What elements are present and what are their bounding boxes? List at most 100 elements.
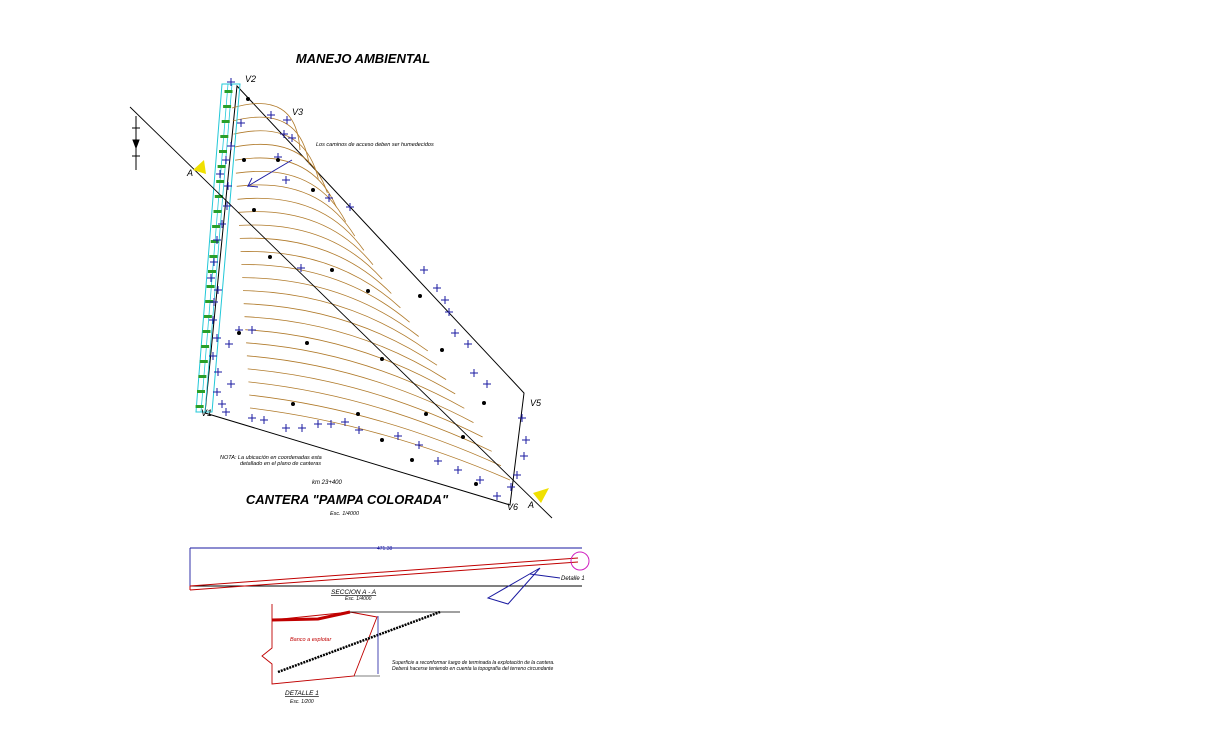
contour-line bbox=[231, 103, 301, 151]
contour-line bbox=[247, 368, 483, 438]
survey-cross bbox=[227, 142, 235, 150]
survey-cross bbox=[341, 418, 349, 426]
access-road bbox=[195, 83, 241, 413]
survey-cross bbox=[218, 400, 226, 408]
contour-line bbox=[244, 316, 447, 380]
survey-cross bbox=[222, 408, 230, 416]
contour-line bbox=[249, 407, 511, 481]
road-marker bbox=[210, 240, 219, 243]
contour-line bbox=[232, 116, 310, 165]
contour-line bbox=[233, 130, 319, 179]
road-marker bbox=[219, 150, 227, 153]
contour-line bbox=[246, 342, 465, 409]
note-roads: Los caminos de acceso deben ser humedeci… bbox=[316, 142, 434, 148]
survey-point bbox=[246, 97, 250, 101]
survey-points bbox=[237, 97, 486, 486]
survey-cross bbox=[248, 326, 256, 334]
road-arrow-icon bbox=[246, 159, 293, 188]
section-marker-right-icon bbox=[533, 488, 549, 503]
contour-line bbox=[242, 277, 419, 337]
contour-line bbox=[243, 303, 438, 366]
survey-cross bbox=[267, 111, 275, 119]
survey-cross bbox=[297, 264, 305, 272]
survey-point bbox=[252, 208, 256, 212]
detail-title: DETALLE 1 bbox=[285, 690, 319, 697]
road-marker bbox=[217, 165, 226, 168]
section-marker-left-icon bbox=[193, 160, 206, 174]
road-marker bbox=[216, 180, 225, 183]
section-scale: Esc. 1/4000 bbox=[345, 596, 372, 602]
survey-cross bbox=[346, 203, 354, 211]
survey-cross bbox=[283, 116, 291, 124]
survey-cross bbox=[394, 432, 402, 440]
survey-cross bbox=[355, 426, 363, 434]
survey-cross bbox=[223, 202, 231, 210]
survey-cross bbox=[227, 78, 235, 86]
detalle-reference: Detalle 1 bbox=[561, 576, 585, 582]
road-marker bbox=[203, 315, 212, 318]
survey-point bbox=[330, 268, 334, 272]
survey-point bbox=[474, 482, 478, 486]
section-mark-a-left: A bbox=[186, 168, 193, 178]
survey-point bbox=[356, 412, 360, 416]
road-marker bbox=[220, 135, 229, 138]
survey-point bbox=[291, 402, 295, 406]
survey-point bbox=[461, 435, 465, 439]
survey-cross bbox=[214, 286, 222, 294]
vertex-v6: V6 bbox=[507, 502, 518, 512]
survey-point bbox=[380, 438, 384, 442]
survey-cross bbox=[327, 420, 335, 428]
survey-cross bbox=[222, 156, 230, 164]
survey-crosses bbox=[207, 78, 530, 500]
survey-point bbox=[268, 255, 272, 259]
survey-cross bbox=[288, 134, 296, 142]
survey-point bbox=[482, 401, 486, 405]
road-marker bbox=[221, 120, 230, 123]
survey-cross bbox=[209, 316, 217, 324]
survey-cross bbox=[522, 436, 530, 444]
title-top: MANEJO AMBIENTAL bbox=[296, 51, 430, 66]
survey-cross bbox=[213, 236, 221, 244]
survey-cross bbox=[518, 414, 526, 422]
survey-point bbox=[276, 158, 280, 162]
contour-line bbox=[239, 237, 392, 294]
survey-cross bbox=[483, 380, 491, 388]
survey-point bbox=[410, 458, 414, 462]
contour-line bbox=[249, 394, 502, 467]
survey-cross bbox=[214, 368, 222, 376]
survey-cross bbox=[464, 340, 472, 348]
survey-cross bbox=[210, 298, 218, 306]
section-title: SECCION A - A bbox=[331, 589, 376, 596]
survey-cross bbox=[218, 220, 226, 228]
survey-cross bbox=[213, 388, 221, 396]
vertex-v1: V1 bbox=[201, 408, 212, 418]
section-dimension: 471.38 bbox=[377, 546, 393, 552]
vertex-v5: V5 bbox=[530, 398, 542, 408]
road-marker bbox=[198, 375, 207, 378]
contour-line bbox=[238, 224, 383, 280]
survey-cross bbox=[507, 483, 515, 491]
vertex-v3: V3 bbox=[292, 107, 303, 117]
survey-cross bbox=[209, 352, 217, 360]
road-marker bbox=[223, 105, 232, 108]
contour-line bbox=[235, 170, 347, 222]
survey-cross bbox=[454, 466, 462, 474]
survey-cross bbox=[434, 457, 442, 465]
survey-point bbox=[380, 357, 384, 361]
survey-cross bbox=[298, 424, 306, 432]
contour-line bbox=[237, 197, 365, 251]
survey-point bbox=[305, 341, 309, 345]
survey-cross bbox=[451, 329, 459, 337]
survey-point bbox=[237, 331, 241, 335]
survey-cross bbox=[260, 416, 268, 424]
contour-line bbox=[241, 264, 410, 323]
contour-line bbox=[242, 290, 429, 352]
road-marker bbox=[214, 195, 223, 198]
survey-cross bbox=[470, 369, 478, 377]
survey-cross bbox=[237, 119, 245, 127]
survey-cross bbox=[513, 471, 521, 479]
survey-cross bbox=[282, 176, 290, 184]
road-marker bbox=[205, 300, 214, 303]
detail-1-drawing bbox=[261, 604, 460, 685]
road-marker bbox=[199, 360, 208, 363]
